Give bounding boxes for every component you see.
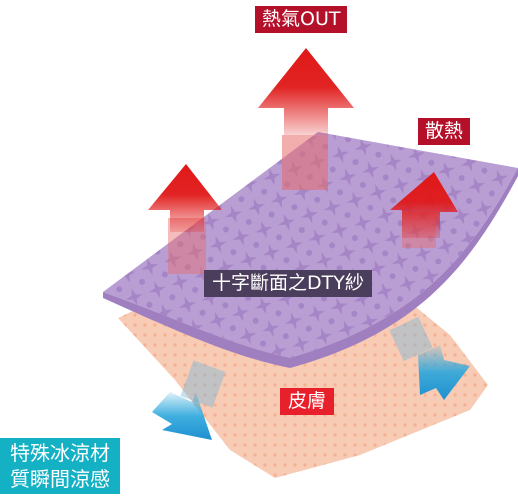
cooling-label: 特殊冰涼材 質瞬間涼感 [0, 438, 120, 494]
heat-arrow-center [258, 48, 354, 190]
cool-arrow-left [152, 360, 226, 440]
cooling-label-line2: 質瞬間涼感 [10, 467, 110, 491]
heat-arrow-left [148, 164, 222, 274]
heat-dissipation-label: 散熱 [418, 118, 471, 145]
fabric-label: 十字斷面之DTY紗 [204, 270, 372, 297]
heat-out-label: 熱氣OUT [255, 6, 348, 33]
skin-label: 皮膚 [280, 388, 335, 415]
cooling-label-line1: 特殊冰涼材 [10, 441, 110, 465]
heat-arrow-right [390, 172, 458, 248]
cool-arrow-right [389, 316, 470, 400]
fabric-layer [103, 132, 518, 358]
